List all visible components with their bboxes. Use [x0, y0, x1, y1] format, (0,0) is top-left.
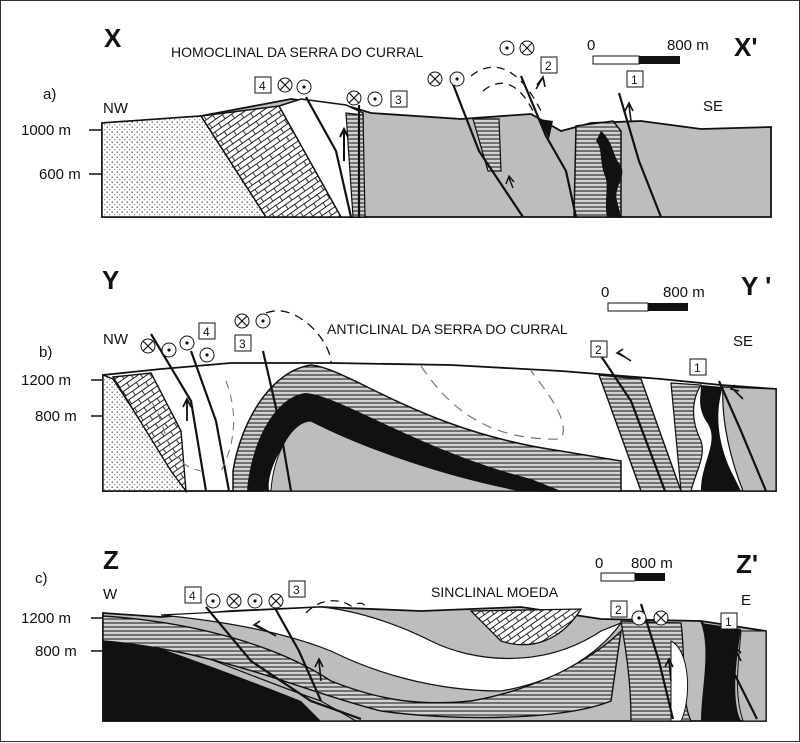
- svg-text:3: 3: [395, 93, 402, 107]
- svg-text:1: 1: [631, 73, 638, 87]
- scale-bar: 0 800 m: [601, 284, 705, 312]
- panel-a: X X' a) NW SE HOMOCLINAL DA SERRA DO CUR…: [21, 23, 772, 218]
- svg-text:4: 4: [189, 589, 196, 603]
- section-start-label: X: [104, 23, 122, 53]
- svg-text:0: 0: [601, 284, 609, 301]
- right-direction: E: [741, 592, 751, 609]
- svg-text:1: 1: [725, 615, 732, 629]
- right-direction: SE: [703, 98, 723, 115]
- structure-name: SINCLINAL MOEDA: [431, 584, 559, 600]
- panel-label: a): [43, 86, 56, 103]
- structure-name: HOMOCLINAL DA SERRA DO CURRAL: [171, 44, 424, 60]
- right-direction: SE: [733, 333, 753, 350]
- quartzite-unit: [277, 98, 364, 218]
- svg-text:800 m: 800 m: [663, 284, 705, 301]
- svg-text:2: 2: [595, 343, 602, 357]
- section-end-label: Z': [736, 549, 758, 579]
- svg-text:0: 0: [587, 37, 595, 54]
- left-direction: NW: [103, 331, 129, 348]
- scale-bar: 0 800 m: [595, 555, 673, 582]
- panel-c: Z Z' c) W E SINCLINAL MOEDA 1200 m 800 m…: [21, 545, 767, 722]
- svg-text:1: 1: [694, 361, 701, 375]
- structure-name: ANTICLINAL DA SERRA DO CURRAL: [327, 321, 568, 337]
- svg-text:2: 2: [545, 59, 552, 73]
- elevation-label: 600 m: [39, 166, 81, 183]
- section-start-label: Y: [102, 265, 119, 295]
- panel-b: Y Y ' b) NW SE ANTICLINAL DA SERRA DO CU…: [21, 265, 777, 494]
- svg-text:4: 4: [203, 325, 210, 339]
- svg-text:3: 3: [239, 337, 246, 351]
- scale-bar: 0 800 m: [587, 37, 709, 65]
- elevation-label: 1200 m: [21, 610, 71, 627]
- panel-label: c): [35, 570, 48, 587]
- svg-text:2: 2: [615, 603, 622, 617]
- panel-label: b): [39, 344, 52, 361]
- section-end-label: Y ': [741, 271, 771, 301]
- svg-text:0: 0: [595, 555, 603, 572]
- svg-text:800 m: 800 m: [667, 37, 709, 54]
- section-start-label: Z: [103, 545, 119, 575]
- left-direction: W: [103, 586, 118, 603]
- svg-text:4: 4: [259, 79, 266, 93]
- elevation-label: 800 m: [35, 643, 77, 660]
- svg-text:800 m: 800 m: [631, 555, 673, 572]
- left-direction: NW: [103, 100, 129, 117]
- section-end-label: X': [734, 32, 758, 62]
- elevation-label: 800 m: [35, 408, 77, 425]
- svg-text:3: 3: [293, 583, 300, 597]
- elevation-label: 1200 m: [21, 372, 71, 389]
- elevation-label: 1000 m: [21, 122, 71, 139]
